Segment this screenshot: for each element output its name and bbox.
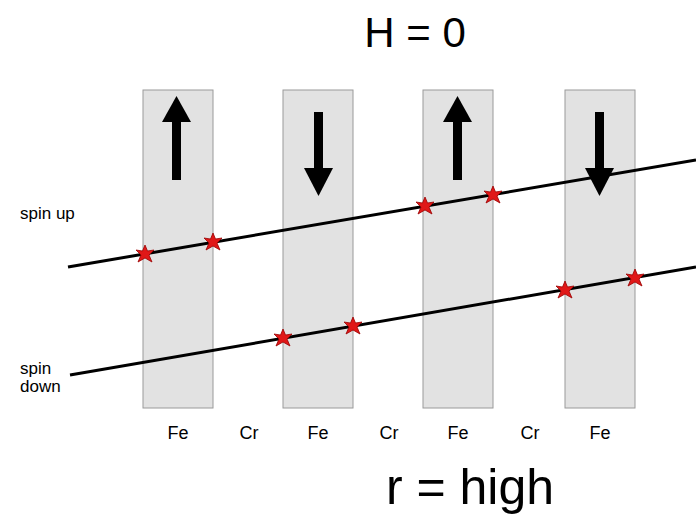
fe-layer xyxy=(565,90,635,408)
spin-label: spin up xyxy=(20,205,75,222)
layer-label: Cr xyxy=(240,424,259,442)
title: H = 0 xyxy=(364,12,466,54)
magnetization-down xyxy=(585,112,614,196)
spin-label: spin down xyxy=(20,360,80,396)
magnetization-up xyxy=(162,96,191,180)
layer-label: Fe xyxy=(307,424,328,442)
layer-label: Fe xyxy=(447,424,468,442)
magnetization-up xyxy=(443,96,472,180)
scattering-events xyxy=(136,186,644,346)
layer-label: Fe xyxy=(167,424,188,442)
fe-layer xyxy=(423,90,493,408)
fe-layer xyxy=(283,90,353,408)
layer-label: Fe xyxy=(589,424,610,442)
layer-label: Cr xyxy=(380,424,399,442)
layer-label: Cr xyxy=(521,424,540,442)
magnetization-down xyxy=(304,112,333,196)
spin-up-path xyxy=(68,160,696,267)
caption: r = high xyxy=(386,462,554,512)
spin-down-path xyxy=(70,267,696,375)
